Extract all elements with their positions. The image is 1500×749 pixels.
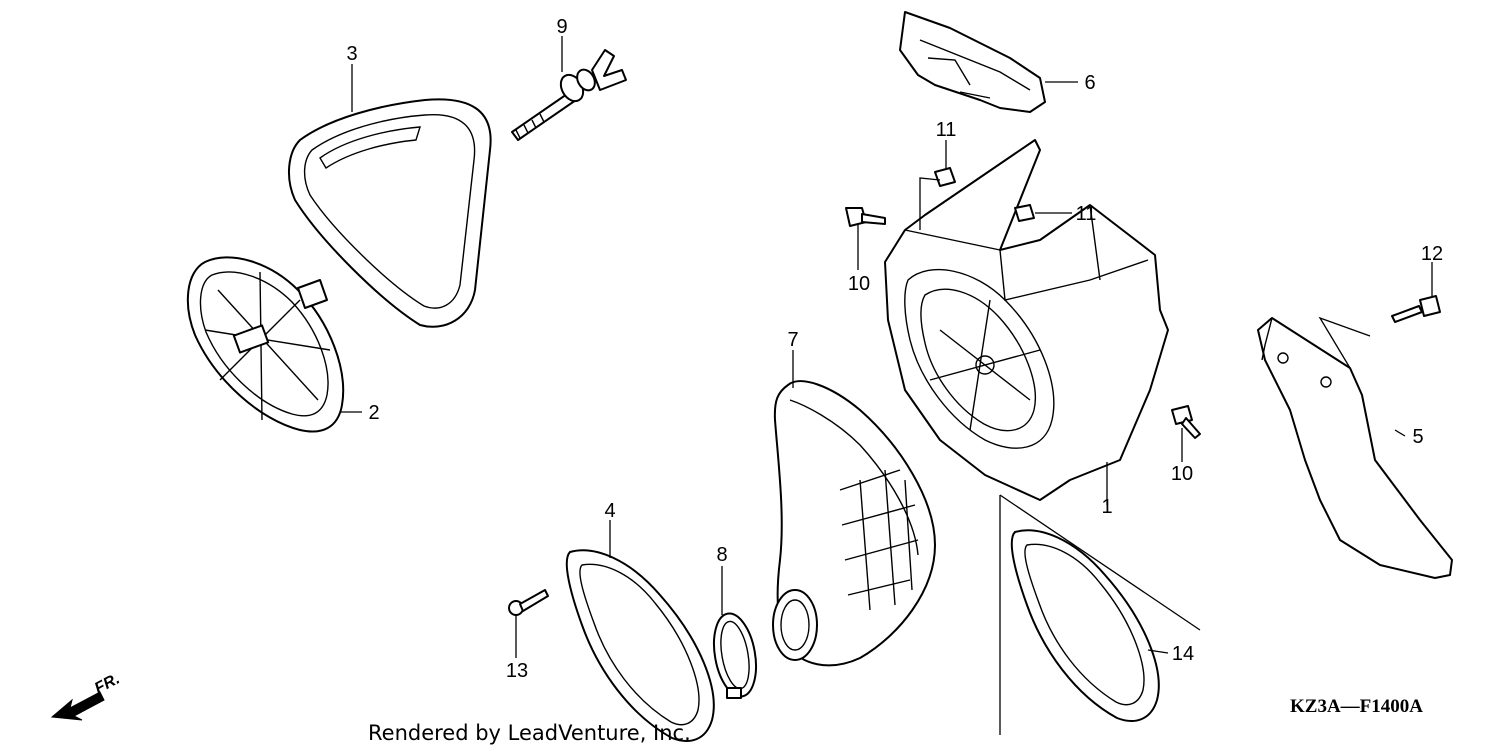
front-arrow-icon xyxy=(50,691,105,721)
filter-cage[interactable] xyxy=(186,256,345,433)
screw-12[interactable] xyxy=(1391,295,1441,323)
nut-11-upper[interactable] xyxy=(934,167,956,187)
callout-9: 9 xyxy=(556,16,567,38)
hose-clamp[interactable] xyxy=(708,610,762,700)
callout-7: 7 xyxy=(787,329,798,351)
air-cleaner-case[interactable] xyxy=(884,139,1169,501)
upper-cover[interactable] xyxy=(899,11,1046,113)
callout-11-lower: 11 xyxy=(1076,203,1097,225)
callout-1: 1 xyxy=(1101,496,1112,518)
callout-3: 3 xyxy=(346,43,357,65)
wing-bolt[interactable] xyxy=(511,49,627,141)
bolt-10-upper[interactable] xyxy=(845,207,886,227)
intake-duct[interactable] xyxy=(772,380,936,667)
nut-11-lower[interactable] xyxy=(1014,204,1035,222)
callout-6: 6 xyxy=(1084,72,1095,94)
callout-10-upper: 10 xyxy=(848,273,870,295)
front-direction-indicator: FR. xyxy=(50,670,123,721)
callout-8: 8 xyxy=(716,544,727,566)
callout-11-upper: 11 xyxy=(936,119,957,141)
callout-13: 13 xyxy=(506,660,528,682)
air-filter-element[interactable] xyxy=(288,98,492,328)
callout-2: 2 xyxy=(368,402,379,424)
screw-13[interactable] xyxy=(508,589,549,616)
leader-lines xyxy=(340,36,1433,735)
callout-12: 12 xyxy=(1421,243,1443,265)
gasket-right[interactable] xyxy=(1010,529,1160,722)
bolt-10-lower[interactable] xyxy=(1171,405,1201,439)
render-credit: Rendered by LeadVenture, Inc. xyxy=(368,721,691,745)
callout-5: 5 xyxy=(1412,426,1423,448)
callout-4: 4 xyxy=(604,500,615,522)
side-plate[interactable] xyxy=(1257,317,1453,579)
drawing-code: KZ3A—F1400A xyxy=(1290,696,1423,717)
callout-10-lower: 10 xyxy=(1171,463,1193,485)
callout-14: 14 xyxy=(1172,643,1194,665)
gasket-left[interactable] xyxy=(565,549,715,742)
